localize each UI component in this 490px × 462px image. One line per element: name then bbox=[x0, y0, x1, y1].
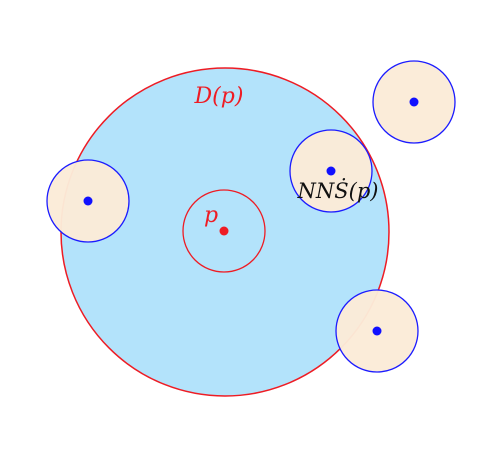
nearest-neighbor-label: NNṠ(p) bbox=[297, 178, 379, 203]
neighbor-point-far-top-right bbox=[409, 97, 419, 107]
neighbor-point-lower-right bbox=[372, 326, 382, 336]
region-label: D(p) bbox=[194, 84, 244, 109]
neighbor-point-left bbox=[83, 196, 93, 206]
center-label: p bbox=[204, 203, 218, 228]
neighbor-point-nearest bbox=[326, 166, 336, 176]
center-point-p bbox=[219, 226, 229, 236]
